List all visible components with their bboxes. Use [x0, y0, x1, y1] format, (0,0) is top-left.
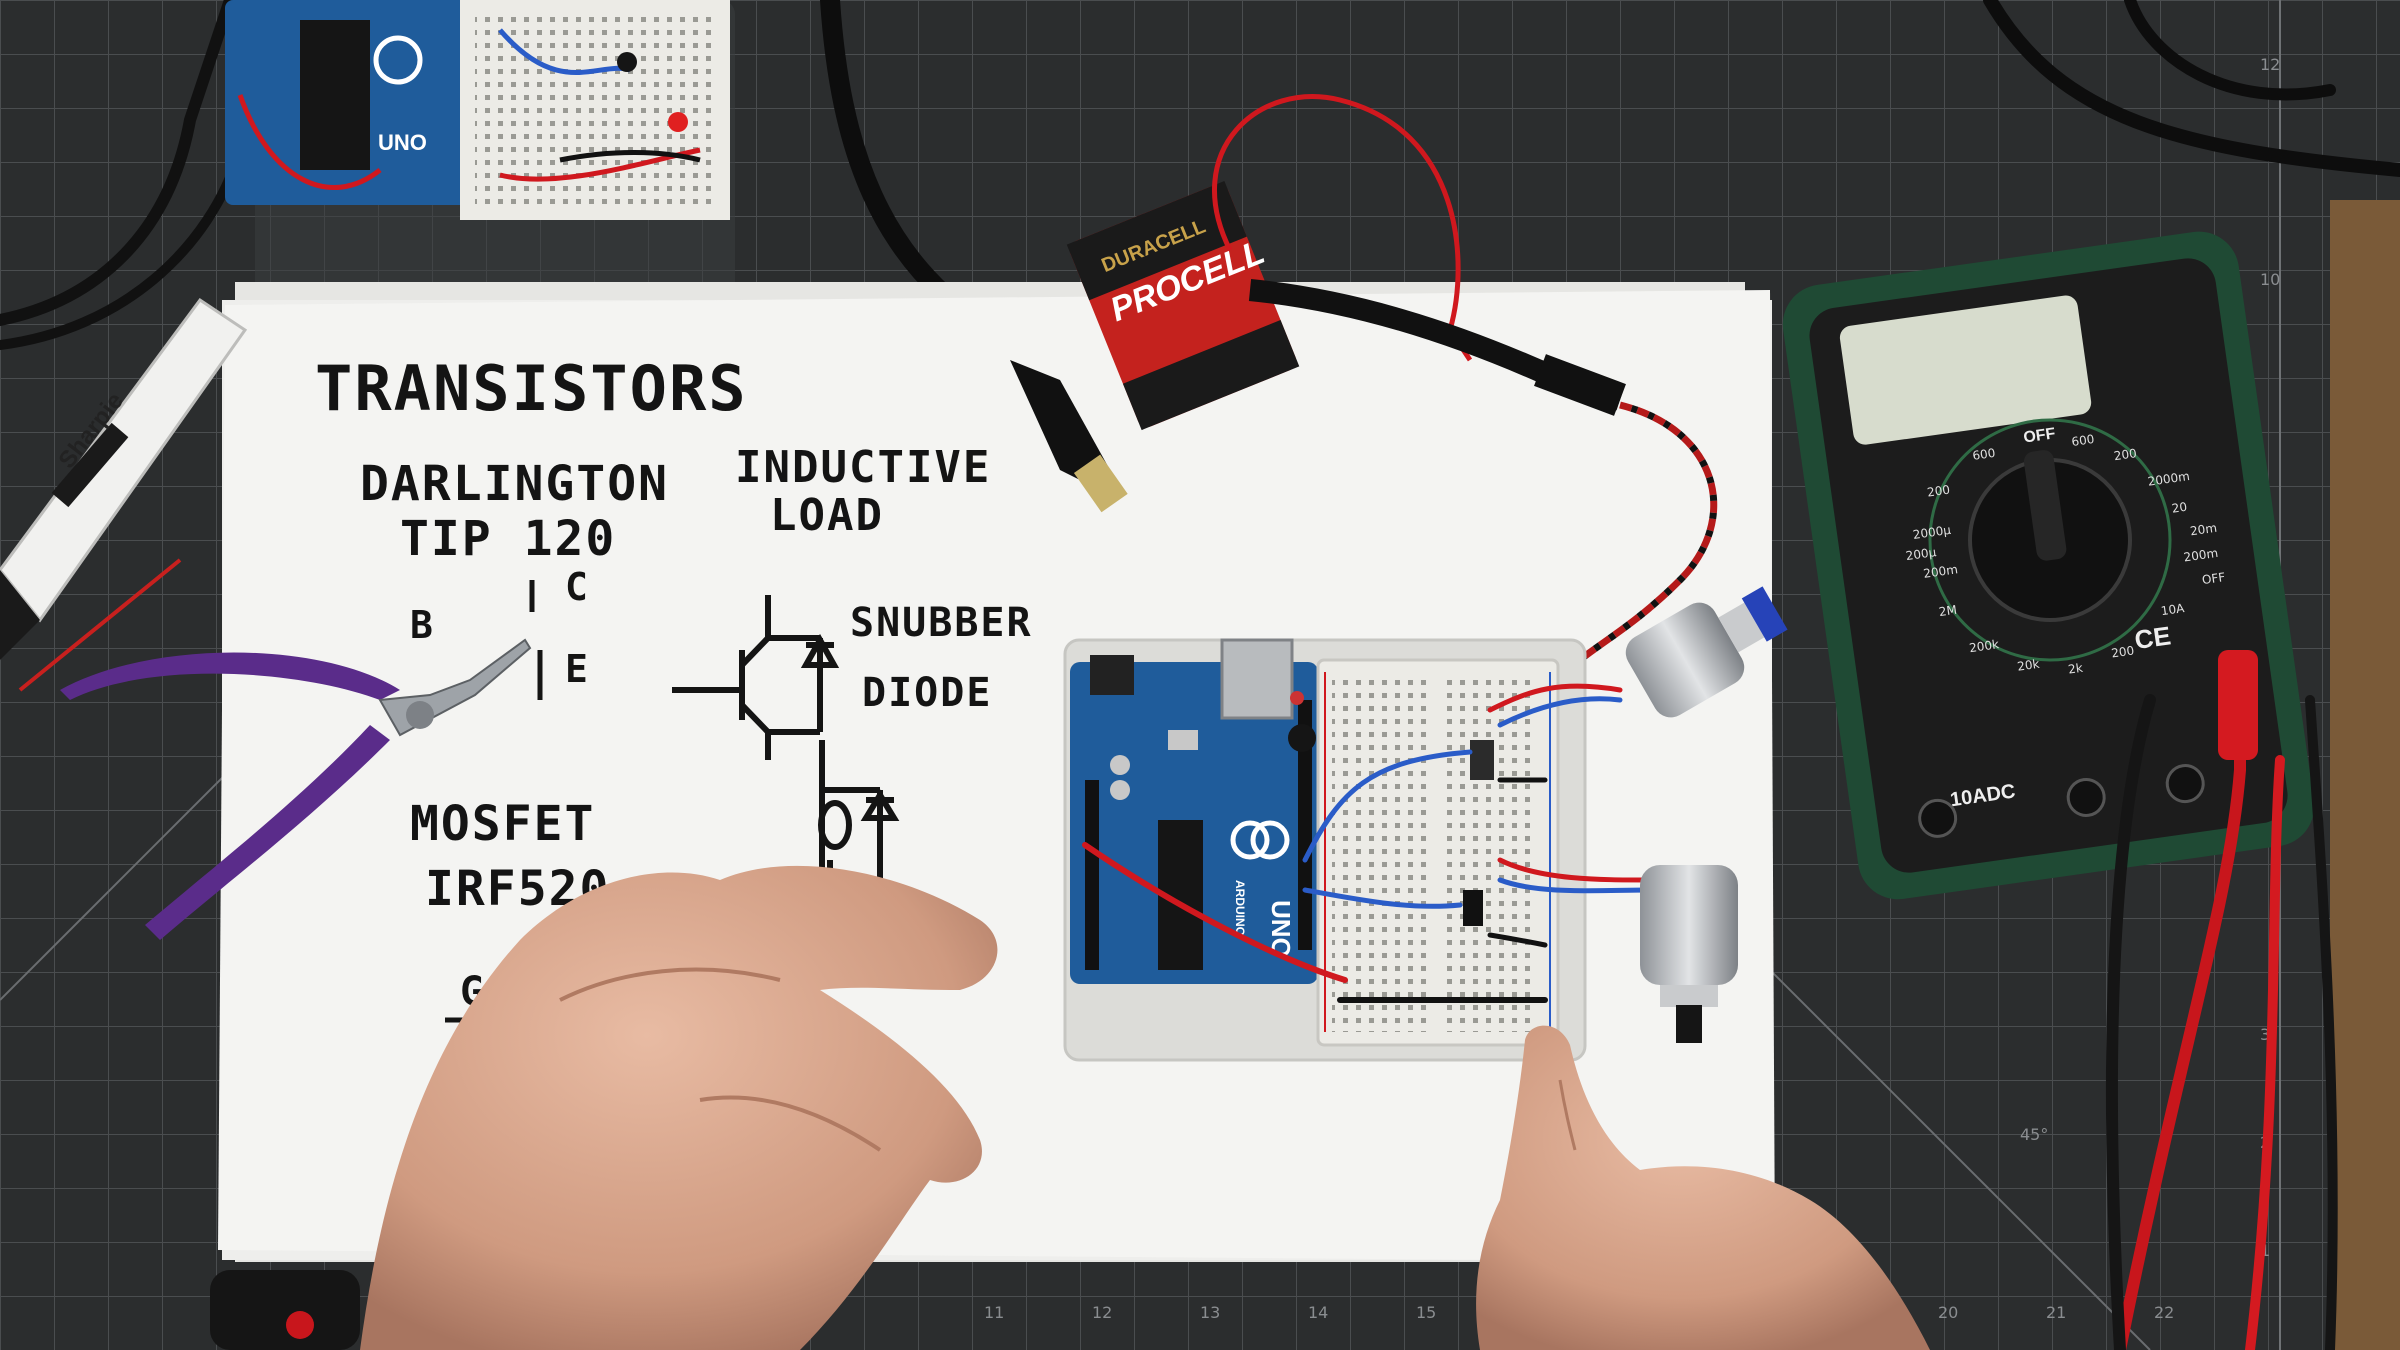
svg-text:UNO: UNO: [378, 130, 427, 155]
notes-title: TRANSISTORS: [315, 352, 748, 425]
multimeter-icon: OFF CE 10ADC 200 600 600 200 2000m 20 20…: [1782, 231, 2315, 900]
dial-label: 200k: [1968, 637, 2000, 655]
meter-off-label: OFF: [2022, 425, 2056, 446]
multimeter-probes: [2105, 650, 2338, 1350]
load-label: LOAD: [770, 490, 884, 541]
dial-label: 2M: [1938, 603, 1958, 619]
darlington-label: DARLINGTON: [360, 456, 669, 512]
dc-motor-icon: [1640, 865, 1738, 1043]
mat-angle-label: 45°: [2020, 1125, 2048, 1144]
mat-number: 11: [984, 1303, 1004, 1322]
arduino-maker: ARDUINO: [1233, 880, 1247, 936]
dial-label: 20: [2171, 500, 2188, 516]
mat-number: 12: [1092, 1303, 1112, 1322]
dial-label: 2k: [2067, 661, 2083, 677]
pin-e-label: E: [565, 647, 590, 691]
meter-ce-mark: CE: [2133, 620, 2173, 655]
dial-label: 2000μ: [1912, 523, 1952, 542]
pin-c-label: C: [565, 565, 590, 609]
dial-label: 20k: [2016, 657, 2040, 674]
battery-icon: DURACELL PROCELL: [1066, 94, 1626, 431]
dial-label: 200μ: [1905, 545, 1938, 563]
mat-number: 10: [2260, 270, 2280, 289]
mat-number: 3: [2260, 1025, 2270, 1044]
mat-number: 22: [2154, 1303, 2174, 1322]
mat-number: 14: [1308, 1303, 1328, 1322]
breadboard-icon: [1316, 658, 1560, 1047]
jumper-wires: [1082, 683, 1653, 1003]
dial-label: 20m: [2189, 521, 2218, 539]
hand-icon: [1476, 1025, 1930, 1350]
diode-label: DIODE: [862, 670, 992, 716]
snubber-schematic: [672, 595, 840, 760]
dial-label: 10A: [2160, 601, 2186, 618]
dial-label: 200: [2113, 446, 2138, 463]
pliers-icon: [18, 558, 532, 940]
hand-icon: [210, 865, 998, 1350]
handwritten-notes: TRANSISTORS DARLINGTON TIP 120 B C E IND…: [315, 352, 1033, 1023]
mat-number: 12: [2260, 55, 2280, 74]
dial-label: 200: [1926, 483, 1951, 500]
background-cables: [0, 0, 2400, 400]
dial-label: 2000m: [2147, 469, 2191, 489]
mat-number: 21: [2046, 1303, 2066, 1322]
mosfet-label: MOSFET: [410, 796, 595, 852]
dial-label: 200m: [1923, 562, 1959, 581]
usb-cable-icon: [1010, 360, 1128, 513]
darlington-part: TIP 120: [400, 511, 616, 567]
dial-label: 600: [2071, 432, 2096, 449]
dc-motor-icon: [1625, 586, 1788, 718]
dial-label: 200m: [2183, 546, 2219, 565]
snubber-label: SNUBBER: [850, 600, 1033, 646]
dial-label: OFF: [2201, 570, 2226, 587]
mat-number: 13: [1200, 1303, 1220, 1322]
background-arduino-setup: UNO: [225, 0, 735, 300]
twisted-wire: [1547, 401, 1718, 693]
dial-label: 600: [1972, 446, 1997, 463]
arduino-board-icon: UNO ARDUINO: [1070, 638, 1318, 984]
dial-label: 200: [2110, 643, 2135, 660]
mat-number: 15: [1416, 1303, 1436, 1322]
mat-number: 20: [1938, 1303, 1958, 1322]
pin-b-label: B: [410, 603, 435, 647]
inductive-label: INDUCTIVE: [735, 442, 991, 493]
